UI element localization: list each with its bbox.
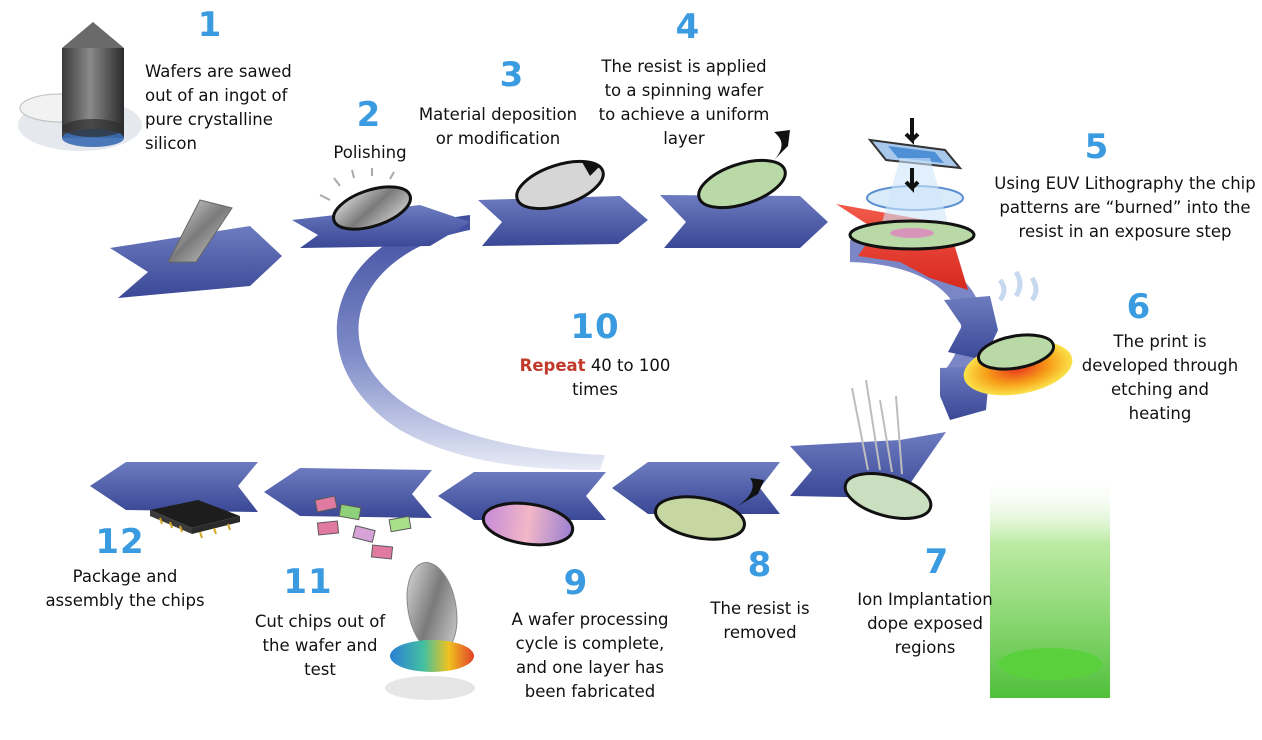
step-12-caption: Package and assembly the chips	[40, 565, 210, 613]
step-11-caption: Cut chips out of the wafer and test	[250, 610, 390, 682]
repeat-highlight: Repeat	[520, 356, 586, 375]
wafer-test-icon	[385, 559, 475, 700]
step-12-number: 12	[80, 525, 160, 559]
step-1-caption: Wafers are sawed out of an ingot of pure…	[145, 60, 295, 156]
step-5-caption: Using EUV Lithography the chip patterns …	[990, 172, 1260, 244]
step-6-number: 6	[1114, 290, 1164, 324]
step-10-caption-text: 40 to 100 times	[572, 356, 670, 399]
step-2-number: 2	[344, 98, 394, 132]
step-9-number: 9	[551, 566, 601, 600]
step-9-caption: A wafer processing cycle is complete, an…	[505, 608, 675, 704]
step-2-caption: Polishing	[310, 141, 430, 165]
step-3-caption: Material deposition or modification	[418, 103, 578, 151]
step-11-number: 11	[268, 565, 348, 599]
step-7-number: 7	[912, 545, 962, 579]
step-4-caption: The resist is applied to a spinning wafe…	[594, 55, 774, 151]
step-4-number: 4	[663, 10, 713, 44]
step-5-number: 5	[1072, 130, 1122, 164]
euv-lithography-icon	[850, 118, 974, 249]
ingot-saw-icon	[18, 22, 142, 151]
flow-arrow-12	[90, 462, 258, 512]
step-1-number: 1	[185, 8, 235, 42]
step-10-caption: Repeat 40 to 100 times	[510, 354, 680, 402]
implanted-wafer-disc	[998, 648, 1102, 680]
step-7-caption: Ion Implantation dope exposed regions	[850, 588, 1000, 660]
step-8-number: 8	[735, 548, 785, 582]
step-6-caption: The print is developed through etching a…	[1080, 330, 1240, 426]
step-8-caption: The resist is removed	[690, 597, 830, 645]
step-3-number: 3	[487, 58, 537, 92]
step-10-number: 10	[555, 310, 635, 344]
